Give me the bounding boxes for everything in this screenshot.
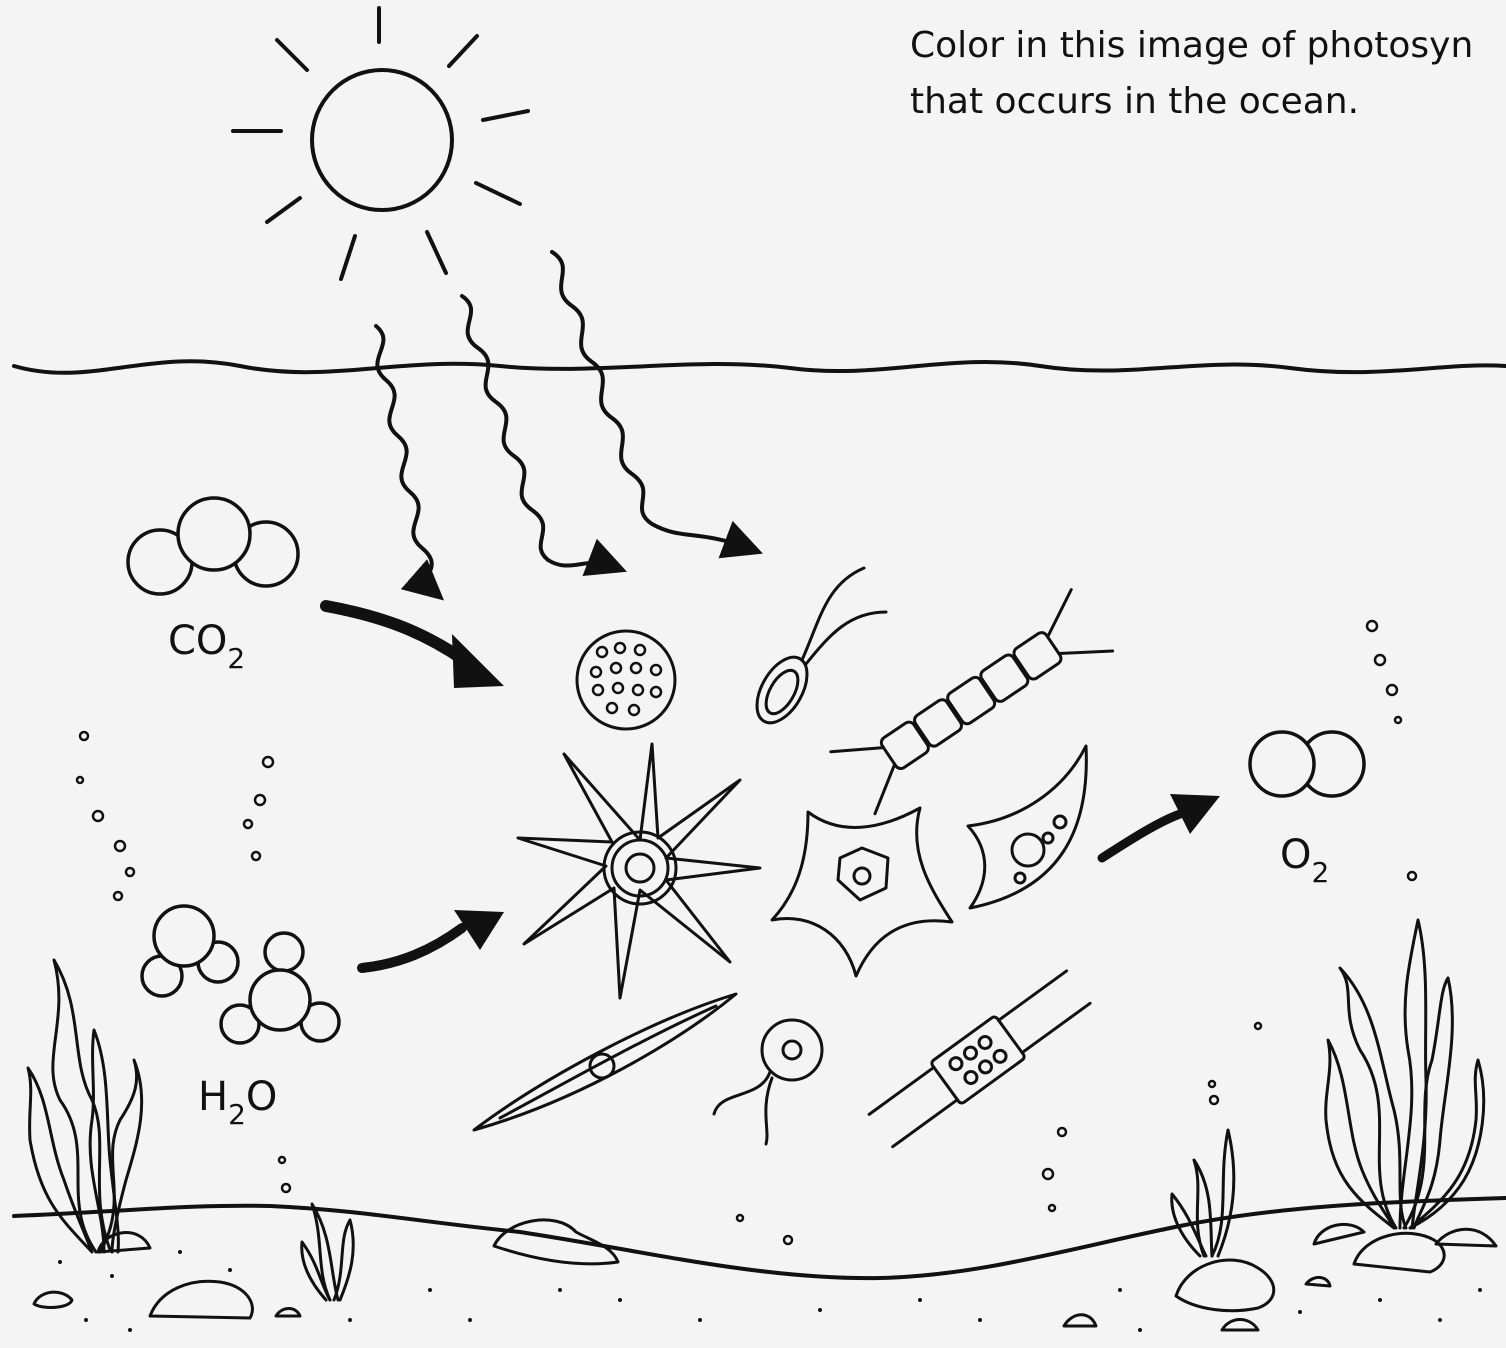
sand-dots [58, 1250, 1482, 1332]
seabed-line [14, 1198, 1506, 1278]
chain-diatom [831, 590, 1114, 815]
star-diatom [772, 808, 952, 976]
h2o-molecules [142, 906, 339, 1043]
phytoplankton [474, 568, 1114, 1152]
o2-label: O2 [1280, 832, 1329, 889]
light-rays [376, 252, 748, 590]
seaweed-left [28, 960, 142, 1252]
flagellate-round [714, 1020, 822, 1144]
co2-molecule [128, 498, 298, 594]
seaweed-small-right [1172, 1130, 1234, 1256]
sun-rays [233, 8, 528, 279]
sun [233, 8, 528, 279]
co2-label: CO2 [168, 618, 245, 675]
h2o-label: H2O [198, 1074, 277, 1131]
flagellate-cell [747, 568, 886, 731]
radiolarian-cell [518, 744, 760, 998]
coccolith-cell [577, 631, 675, 729]
crescent-cell [968, 746, 1086, 908]
water-surface [14, 361, 1506, 373]
pennate-diatom [474, 994, 736, 1130]
seaweed-small-left [302, 1204, 354, 1300]
rect-diatom [866, 966, 1094, 1151]
rocks [34, 1220, 1496, 1330]
o2-molecule [1250, 732, 1364, 796]
seaweed-right [1326, 920, 1484, 1228]
